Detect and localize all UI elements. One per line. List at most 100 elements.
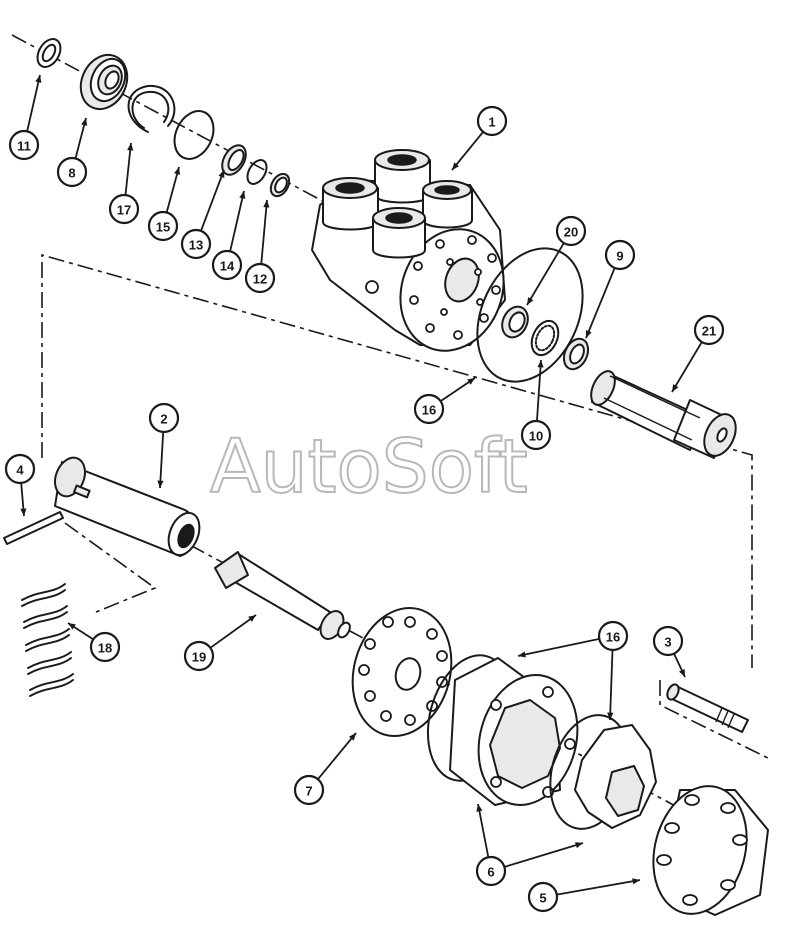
callout-leader-c20 xyxy=(526,242,565,306)
callout-arrowhead-c8 xyxy=(81,118,88,126)
callout-number-c6: 6 xyxy=(487,865,494,880)
callout-circle-c15 xyxy=(147,210,179,242)
callout-number-c11: 11 xyxy=(17,139,31,154)
callout-number-c3: 3 xyxy=(664,635,671,650)
callout-arrowhead-c16c xyxy=(607,712,614,720)
callout-arrowhead-c16b xyxy=(518,651,526,658)
callout-circle-c3 xyxy=(652,625,684,657)
part-17-retaining-ring xyxy=(127,84,176,133)
callout-number-c7: 7 xyxy=(305,784,312,799)
part-6-gerotor-ring xyxy=(449,657,579,806)
watermark-text: AutoSoft xyxy=(210,424,528,510)
part-5-end-cap xyxy=(652,785,769,916)
callout-circle-c12 xyxy=(244,262,276,294)
part-8-dust-seal xyxy=(79,53,129,111)
callout-circle-c20 xyxy=(555,215,587,247)
callout-arrowhead-c6b xyxy=(575,842,583,849)
part-13-backup-ring xyxy=(221,144,247,176)
part-20-seal xyxy=(501,305,529,339)
callout-arrowhead-c11 xyxy=(35,75,42,83)
callout-leader-c14 xyxy=(229,190,245,252)
housing-ports xyxy=(322,149,473,294)
callout-leader-c6 xyxy=(477,803,490,858)
callout-leader-c7 xyxy=(317,732,357,780)
callout-number-c18: 18 xyxy=(98,641,112,656)
callout-arrowhead-c5 xyxy=(632,878,640,885)
callout-number-c2: 2 xyxy=(160,412,167,427)
callout-number-c21: 21 xyxy=(702,324,716,339)
callout-circle-c14 xyxy=(211,249,243,281)
part-2-sleeve xyxy=(54,456,201,557)
callout-number-c17: 17 xyxy=(117,203,131,218)
callout-number-c4: 4 xyxy=(16,463,24,478)
callout-arrowhead-c21 xyxy=(672,384,679,392)
part-7-valve-plate xyxy=(351,606,453,738)
callout-leader-c16c xyxy=(609,649,614,721)
callout-circle-c10 xyxy=(520,419,552,451)
callout-arrowhead-c1 xyxy=(452,162,460,170)
callout-number-c16b: 16 xyxy=(606,630,620,645)
part-11-seal xyxy=(36,38,62,68)
part-6-gerotor-star xyxy=(574,724,657,829)
callout-circle-c2 xyxy=(148,402,180,434)
callout-leader-c19 xyxy=(209,614,257,649)
callout-arrowhead-c15 xyxy=(174,167,181,175)
callout-leader-c15 xyxy=(165,166,180,213)
callout-circle-c4 xyxy=(4,453,36,485)
callout-number-c13: 13 xyxy=(189,238,203,253)
callout-leader-c6b xyxy=(504,842,584,868)
centerline-outline xyxy=(41,253,753,668)
callout-leader-c5 xyxy=(556,879,641,896)
callout-arrowhead-c9 xyxy=(585,330,592,338)
part-3-cap-screw xyxy=(666,683,749,733)
callout-number-c9: 9 xyxy=(616,249,623,264)
callout-arrowhead-c12 xyxy=(263,200,270,208)
callout-arrowhead-c14 xyxy=(239,191,246,199)
callout-arrowhead-c20 xyxy=(527,297,534,305)
callout-arrowhead-c18 xyxy=(68,623,76,630)
callout-arrowhead-c16 xyxy=(467,378,475,385)
callout-leader-c1 xyxy=(451,131,484,171)
part-4-pin xyxy=(3,511,64,545)
callout-number-c15: 15 xyxy=(156,220,170,235)
callout-circle-c11 xyxy=(8,129,40,161)
callout-number-c12: 12 xyxy=(253,272,267,287)
callout-leader-c16b xyxy=(517,638,600,657)
callout-number-c16: 16 xyxy=(422,403,436,418)
callout-circle-c7 xyxy=(293,774,325,806)
part-9-washer xyxy=(562,337,590,371)
callout-circle-c9 xyxy=(604,239,636,271)
callout-number-c20: 20 xyxy=(564,225,578,240)
callout-leader-c21 xyxy=(671,341,703,393)
callout-arrowhead-c6 xyxy=(476,804,483,812)
callout-circle-c1 xyxy=(476,105,508,137)
callout-circle-c19 xyxy=(183,640,215,672)
part-18-springs xyxy=(21,583,74,697)
callout-arrowhead-c17 xyxy=(127,143,134,151)
centerline-bolt xyxy=(659,680,773,761)
callout-leader-c13 xyxy=(200,169,225,232)
part-19-cardan-shaft xyxy=(214,551,351,640)
callout-arrowhead-c4 xyxy=(20,508,27,516)
callout-arrowhead-c3 xyxy=(679,669,685,677)
callout-circle-c21 xyxy=(693,314,725,346)
callout-number-c10: 10 xyxy=(529,429,543,444)
part-21-drive-shaft xyxy=(590,370,737,459)
part-14-o-ring xyxy=(246,159,268,185)
callout-circle-c5 xyxy=(527,881,559,913)
part-10-bearing xyxy=(530,319,560,357)
callout-number-c19: 19 xyxy=(192,650,206,665)
housing-face-holes xyxy=(409,235,501,340)
callout-leader-c12 xyxy=(260,199,268,265)
callout-number-c5: 5 xyxy=(539,891,546,906)
callout-arrowhead-c2 xyxy=(157,480,164,488)
callout-circle-c16b xyxy=(597,620,629,652)
callout-circle-c16 xyxy=(413,393,445,425)
callout-arrowhead-c10 xyxy=(537,360,544,368)
callout-leader-c17 xyxy=(124,142,132,196)
centerline-pin xyxy=(64,522,157,613)
callout-leader-c10 xyxy=(536,359,542,422)
part-1-housing xyxy=(311,149,506,352)
part-15-o-ring xyxy=(173,110,215,160)
